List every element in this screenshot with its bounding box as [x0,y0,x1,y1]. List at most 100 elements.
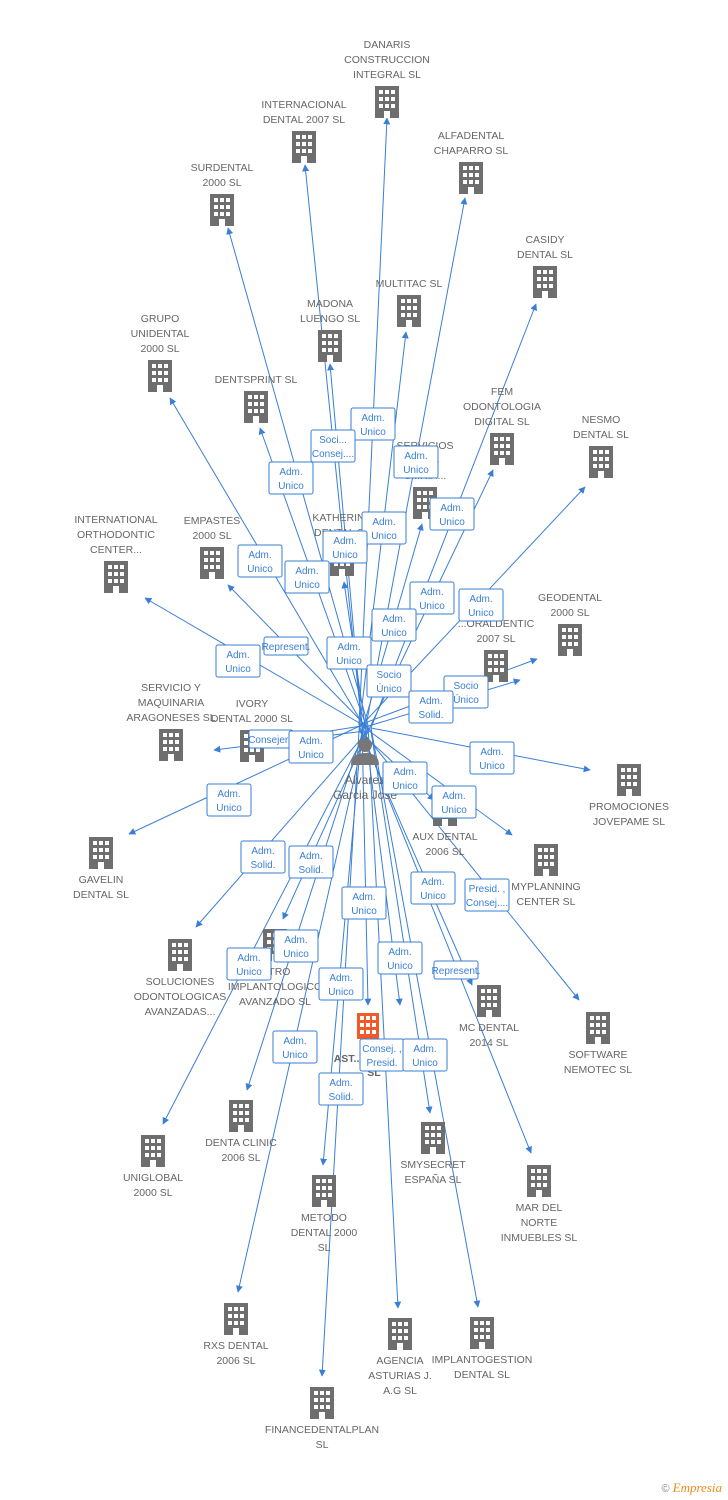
role-label-box[interactable]: Adm.Unico [410,871,456,905]
building-icon [310,1387,334,1419]
company-label-line: SERVICIO Y [141,682,201,694]
building-icon [375,86,399,118]
role-label-box[interactable]: Adm.Unico [393,445,439,479]
role-label-frame [409,581,455,615]
company-label-line: DANARIS [364,39,411,51]
role-label-box[interactable]: Adm.Unico [268,461,314,495]
company-node-soluciones[interactable]: SOLUCIONESODONTOLOGICASAVANZADAS... [134,939,227,1018]
role-label-box[interactable]: Adm.Unico [377,941,423,975]
role-label-box[interactable]: Adm.Unico [318,967,364,1001]
company-label-line: A.G SL [383,1385,417,1397]
role-label-text: Adm. [480,747,503,758]
role-label-box[interactable]: Adm.Unico [272,1030,318,1064]
role-label-frame [226,947,272,981]
role-label-box[interactable]: Adm.Unico [361,511,407,545]
role-label-box[interactable]: Adm.Unico [284,560,330,594]
role-label-box[interactable]: Adm.Unico [350,407,396,441]
building-icon [533,266,557,298]
company-label-line: MAQUINARIA [138,697,205,709]
role-label-box[interactable]: Adm.Unico [326,636,372,670]
role-label-box[interactable]: Adm.Unico [206,783,252,817]
role-label-box[interactable]: Represent. [432,960,481,980]
role-label-box[interactable]: Consejero [248,729,294,749]
building-icon [141,1135,165,1167]
role-label-text: Unico [236,967,262,978]
building-icon [104,561,128,593]
role-label-frame [322,530,368,564]
role-label-box[interactable]: Adm.Unico [237,544,283,578]
role-label-box[interactable]: Adm.Unico [322,530,368,564]
role-label-text: Represent. [432,966,481,977]
company-label-line: ALFADENTAL [438,130,504,142]
role-label-box[interactable]: Adm.Solid. [408,690,454,724]
role-label-box[interactable]: Adm.Unico [273,929,319,963]
center-person-node[interactable]: Alvarez Garcia Jose [333,738,397,802]
company-label-line: CONSTRUCCION [344,54,430,66]
role-label-box[interactable]: Adm.Unico [409,581,455,615]
role-label-box[interactable]: Adm.Unico [469,741,515,775]
role-label-box[interactable]: Adm.Unico [382,761,428,795]
role-label-box[interactable]: Soci...Consej.... [310,429,356,463]
role-label-box[interactable]: Adm.Unico [458,588,504,622]
role-label-box[interactable]: Adm.Unico [371,608,417,642]
role-label-box[interactable]: Consej. ,Presid. [359,1038,405,1072]
brand-logo-text[interactable]: Empresia [672,1480,722,1495]
role-label-text: Unico [439,517,465,528]
role-label-box[interactable]: Adm.Unico [288,730,334,764]
role-label-box[interactable]: Adm.Solid. [240,840,286,874]
role-label-text: Unico [381,628,407,639]
role-label-text: Adm. [469,594,492,605]
role-label-text: Adm. [299,851,322,862]
role-label-box[interactable]: Adm.Unico [226,947,272,981]
role-label-frame [382,761,428,795]
company-node-multitac[interactable]: MULTITAC SL [376,278,443,327]
company-label-line: GEODENTAL [538,592,602,604]
role-label-box[interactable]: Adm.Unico [341,886,387,920]
role-label-box[interactable]: Adm.Unico [215,644,261,678]
company-label-line: UNIGLOBAL [123,1172,183,1184]
role-label-frame [288,845,334,879]
role-label-frame [350,407,396,441]
company-node-international-ortho[interactable]: INTERNATIONALORTHODONTICCENTER... [74,514,158,593]
role-label-box[interactable]: Represent. [262,636,311,656]
company-label-line: FEM [491,386,513,398]
role-label-box[interactable]: Adm.Unico [429,497,475,531]
role-label-box[interactable]: Adm.Solid. [318,1072,364,1106]
role-label-box[interactable]: Presid. ,Consej.... [464,878,510,912]
role-label-box[interactable]: Adm.Unico [431,785,477,819]
role-label-box[interactable]: Adm.Solid. [288,845,334,879]
role-label-box[interactable]: Adm.Unico [402,1038,448,1072]
company-node-dentsprint[interactable]: DENTSPRINT SL [215,374,298,423]
